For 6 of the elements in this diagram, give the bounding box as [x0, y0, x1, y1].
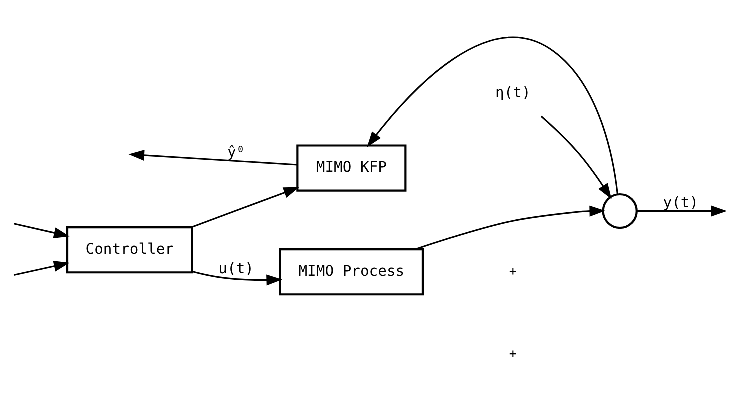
edge-label: u(t)	[218, 260, 254, 277]
node-text: η(t)	[495, 84, 530, 102]
label: +	[508, 346, 516, 361]
label: +	[508, 262, 516, 278]
edge-label: ŷ⁰	[227, 143, 245, 160]
edge-label: y(t)	[662, 194, 698, 211]
